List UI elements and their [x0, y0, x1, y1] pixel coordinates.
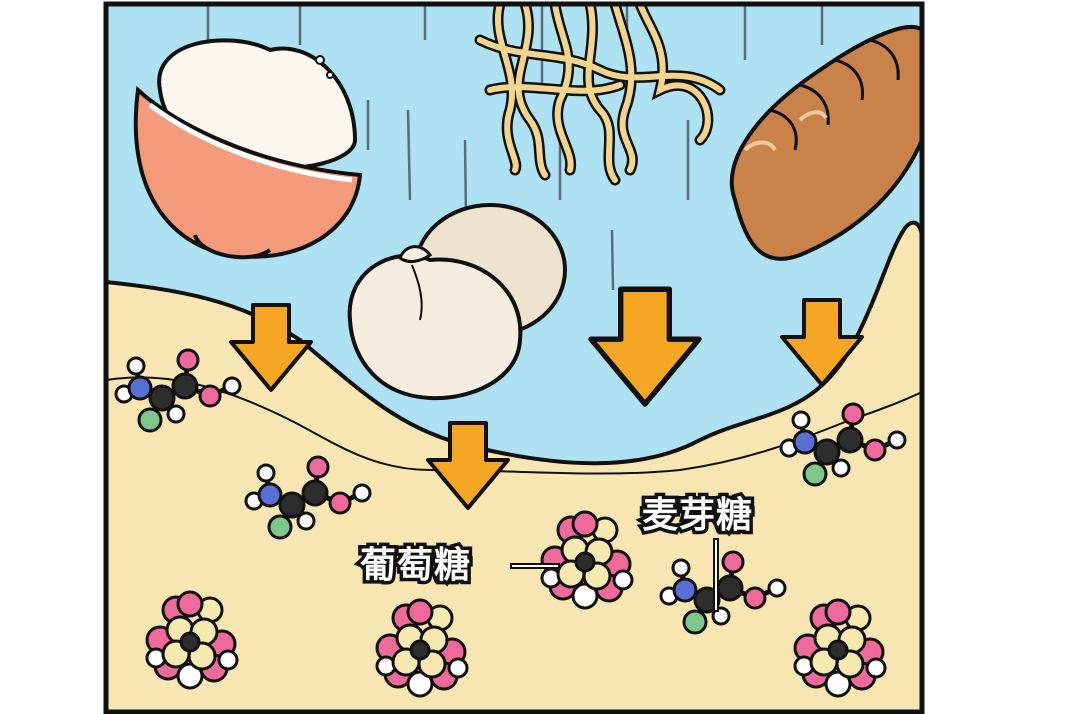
steamed-buns-icon [347, 203, 567, 401]
noodles-icon [474, 4, 726, 186]
bread-icon [729, 24, 922, 261]
maltose-label: 麦芽糖 [638, 492, 755, 540]
glucose-label: 葡萄糖 [356, 542, 473, 590]
rice-bowl-icon [133, 38, 363, 260]
